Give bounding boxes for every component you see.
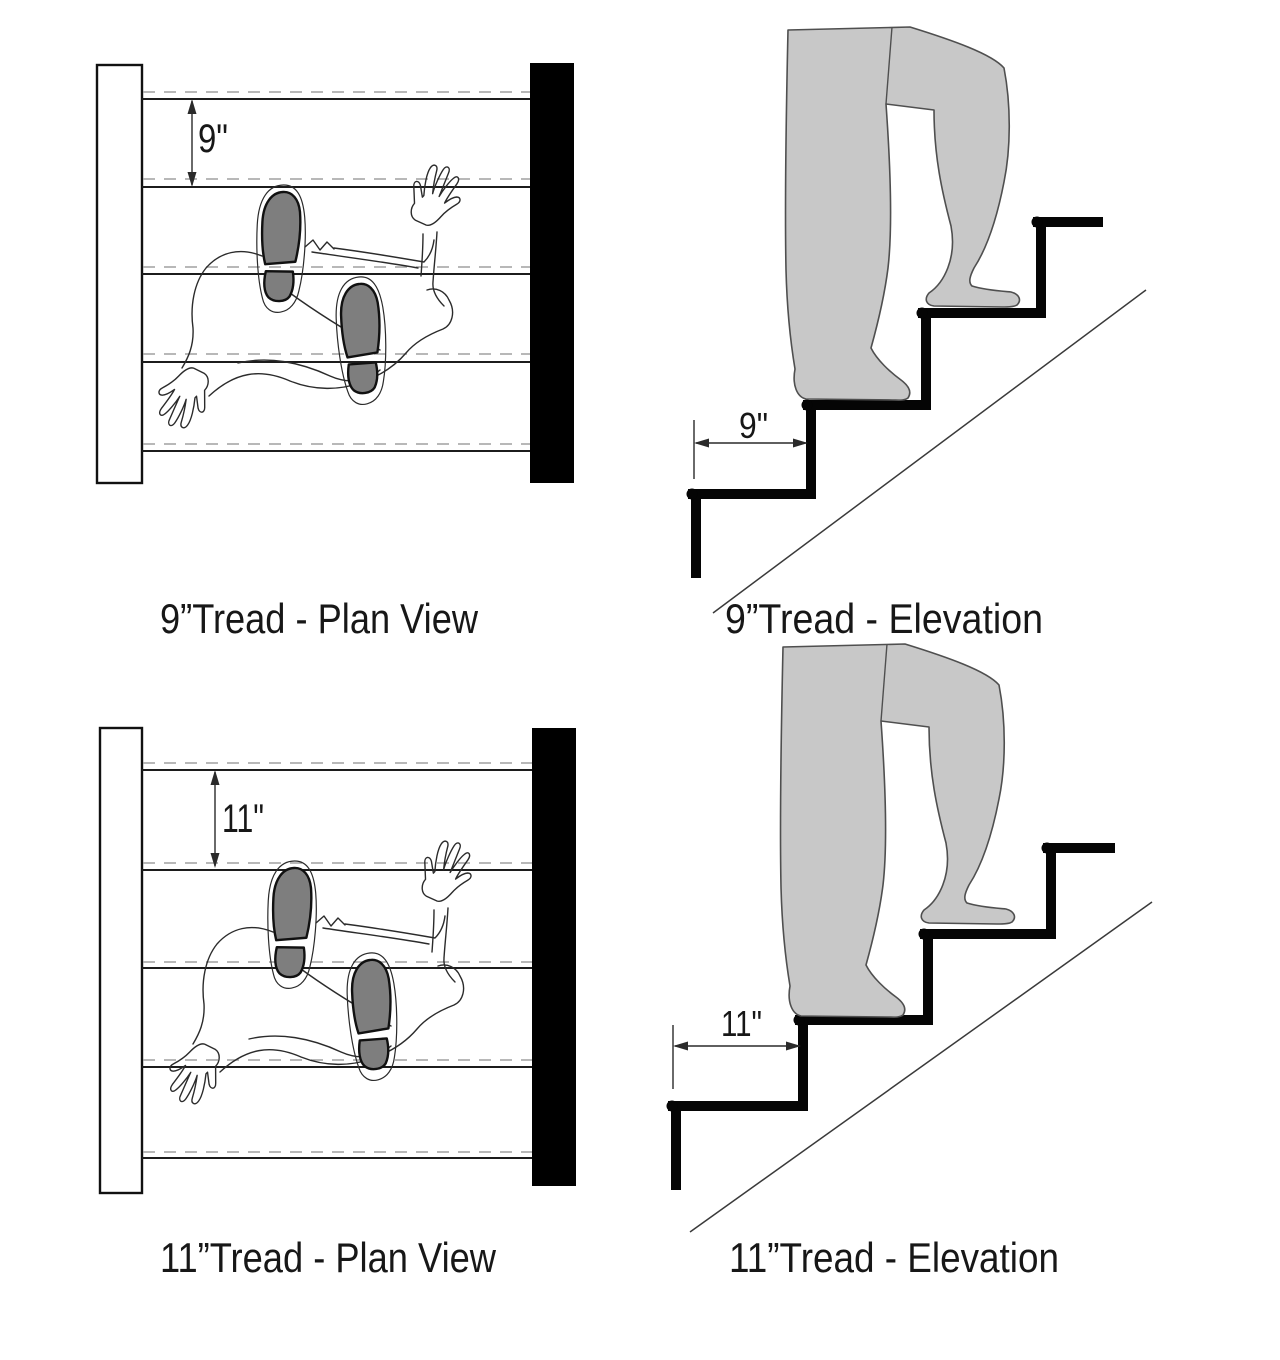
plan9-left-stringer xyxy=(95,63,144,485)
elevation-panel-11: 11" 11”Tread - Elevation xyxy=(666,643,1153,1281)
elev9-caption: 9”Tread - Elevation xyxy=(725,595,1043,642)
plan9-dimension: 9" xyxy=(187,99,228,187)
plan-panel-9: 9" 9”Tread - Plan View xyxy=(95,63,574,642)
plan11-left-stringer xyxy=(98,726,144,1195)
elev11-legs-figure xyxy=(779,643,1016,1018)
plan11-tread-lines xyxy=(142,762,532,1159)
elev11-pitch-line xyxy=(689,901,1153,1233)
elev11-caption: 11”Tread - Elevation xyxy=(729,1234,1059,1281)
plan9-right-wall xyxy=(530,63,574,483)
plan11-dimension-label: 11" xyxy=(222,797,264,841)
plan9-tread-lines xyxy=(142,91,530,452)
plan11-caption: 11”Tread - Plan View xyxy=(160,1234,497,1281)
elev11-dimension: 11" xyxy=(672,1003,801,1089)
plan11-person-figure xyxy=(162,836,479,1110)
elev9-dimension-label: 9" xyxy=(739,405,768,446)
elev11-dimension-label: 11" xyxy=(721,1003,762,1044)
plan11-right-wall xyxy=(532,728,576,1186)
plan9-dimension-label: 9" xyxy=(198,117,228,161)
elev11-stair-profile xyxy=(666,842,1115,1190)
plan-panel-11: 11" 11”Tread - Plan View xyxy=(98,726,576,1281)
elev9-dimension: 9" xyxy=(693,405,808,479)
plan9-person-figure xyxy=(151,160,468,434)
elev9-legs-figure xyxy=(784,26,1021,401)
elev9-stair-profile xyxy=(686,216,1103,578)
elev9-pitch-line xyxy=(712,289,1147,614)
plan9-caption: 9”Tread - Plan View xyxy=(160,595,479,642)
plan11-dimension: 11" xyxy=(210,770,264,868)
elevation-panel-9: 9" 9”Tread - Elevation xyxy=(686,26,1147,642)
